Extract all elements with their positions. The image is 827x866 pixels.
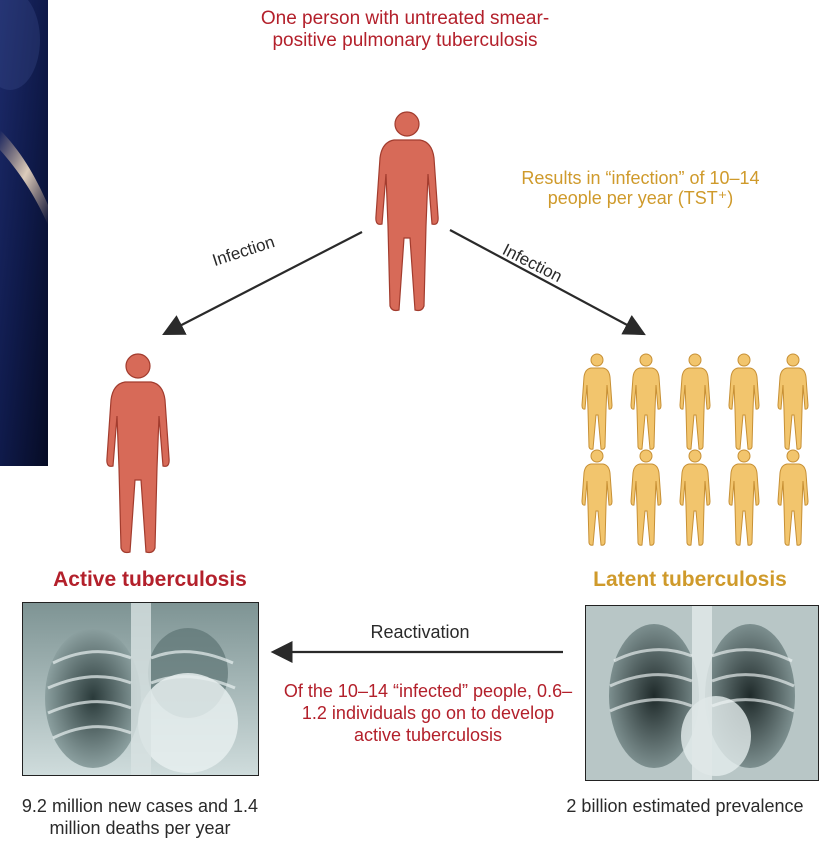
background-photo-strip (0, 0, 48, 466)
latent-person-icon (582, 354, 612, 449)
latent-person-icon (778, 354, 808, 449)
infection-result-note: Results in “infection” of 10–14 people p… (498, 168, 783, 208)
latent-tb-title: Latent tuberculosis (560, 568, 820, 592)
latent-person-icon (631, 354, 661, 449)
latent-person-icon (680, 450, 710, 545)
latent-people-group (580, 352, 820, 547)
active-person-icon (98, 350, 178, 555)
reactivation-label: Reactivation (300, 622, 540, 643)
latent-person-icon (631, 450, 661, 545)
latent-chest-xray-image (585, 605, 819, 781)
active-tb-title: Active tuberculosis (20, 568, 280, 592)
infection-label-right: Infection (499, 240, 565, 287)
latent-person-icon (729, 450, 759, 545)
latent-person-icon (778, 450, 808, 545)
latent-person-icon (729, 354, 759, 449)
latent-person-icon (582, 450, 612, 545)
source-case-title: One person with untreated smear-positive… (255, 8, 555, 52)
reactivation-note: Of the 10–14 “infected” people, 0.6–1.2 … (278, 680, 578, 746)
source-person-icon (372, 108, 442, 313)
active-chest-xray-image (22, 602, 259, 776)
latent-tb-stats: 2 billion estimated prevalence (565, 795, 805, 817)
infection-label-left: Infection (210, 232, 277, 271)
latent-person-icon (680, 354, 710, 449)
active-tb-stats: 9.2 million new cases and 1.4 million de… (10, 795, 270, 839)
